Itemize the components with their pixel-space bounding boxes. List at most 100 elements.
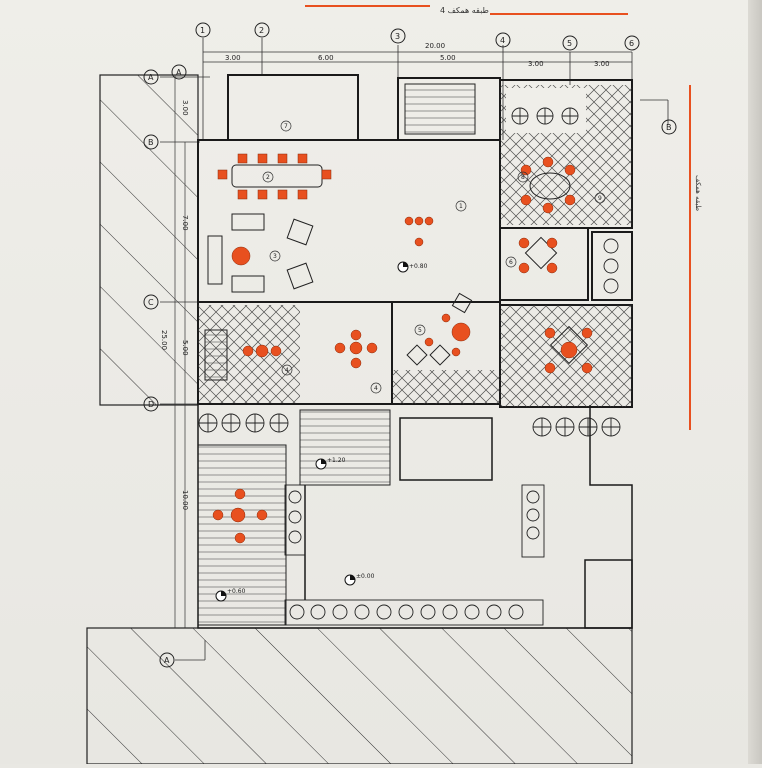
plan-title: 4 طبقه همکف bbox=[440, 6, 489, 15]
room-number: 9 bbox=[598, 195, 602, 202]
table-icon bbox=[549, 325, 589, 365]
room-number: 8 bbox=[521, 174, 525, 181]
svg-text:C: C bbox=[148, 298, 154, 307]
plant-icon bbox=[269, 413, 289, 433]
room-number: 6 bbox=[509, 259, 513, 266]
grid-bubble-icon: B bbox=[661, 119, 677, 135]
plant-icon bbox=[288, 530, 302, 544]
chair-icon bbox=[286, 262, 314, 290]
dimension-lines bbox=[174, 51, 632, 628]
chair-icon bbox=[406, 344, 428, 366]
furniture-markers bbox=[212, 153, 593, 544]
plant-icon bbox=[245, 413, 265, 433]
dim-left-total: 25.00 bbox=[160, 330, 168, 350]
plant-icon bbox=[442, 604, 458, 620]
plant-icon bbox=[354, 604, 370, 620]
grid-bubble-icon: 3 bbox=[390, 28, 406, 44]
room-number: 1 bbox=[459, 203, 463, 210]
dim-top-seg-2: 6.00 bbox=[318, 54, 334, 62]
room-number: 4 bbox=[374, 385, 378, 392]
grid-bubble-icon: 4 bbox=[495, 32, 511, 48]
sofa-icon bbox=[231, 275, 265, 293]
plant-icon bbox=[221, 413, 241, 433]
dim-top-total: 20.00 bbox=[425, 42, 445, 50]
grid-bubble-icon: 6 bbox=[624, 35, 640, 51]
dim-top-seg-3: 5.00 bbox=[440, 54, 456, 62]
stairs-icon bbox=[204, 329, 228, 381]
elevation-marker-icon: ±0.00 bbox=[344, 573, 375, 586]
planter-bottom bbox=[284, 599, 544, 626]
plant-icon bbox=[601, 417, 621, 437]
plant-icon bbox=[420, 604, 436, 620]
grid-bubble-icon: 2 bbox=[254, 22, 270, 38]
planter-bed-ne bbox=[506, 88, 586, 133]
svg-text:B: B bbox=[666, 123, 672, 132]
svg-text:A: A bbox=[164, 656, 170, 665]
plant-icon bbox=[288, 490, 302, 504]
svg-text:+0.60: +0.60 bbox=[227, 588, 246, 595]
planter-vertical-left bbox=[284, 484, 306, 556]
elevation-marker-icon: +0.80 bbox=[397, 261, 428, 273]
svg-text:+0.80: +0.80 bbox=[409, 263, 428, 270]
chair-icon bbox=[451, 292, 473, 314]
plant-icon bbox=[376, 604, 392, 620]
bottom-yard-hatch bbox=[86, 627, 633, 765]
plant-icon bbox=[526, 526, 540, 540]
elevation-marker-icon: +0.60 bbox=[215, 588, 246, 602]
svg-text:A: A bbox=[148, 73, 154, 82]
terrace-hatch-s bbox=[392, 370, 500, 404]
plant-icon bbox=[536, 107, 554, 125]
table-icon bbox=[231, 164, 323, 188]
svg-text:2: 2 bbox=[259, 26, 264, 35]
plant-icon bbox=[198, 413, 218, 433]
side-title: طبقه همکف bbox=[694, 175, 702, 211]
plant-icon bbox=[511, 107, 529, 125]
chair-icon bbox=[286, 218, 314, 246]
svg-text:A: A bbox=[176, 68, 182, 77]
dim-top-seg-5: 3.00 bbox=[594, 60, 610, 68]
svg-text:5: 5 bbox=[567, 39, 572, 48]
dim-left-seg-3: 5.00 bbox=[181, 340, 189, 356]
chair-icon bbox=[429, 344, 451, 366]
plant-icon bbox=[464, 604, 480, 620]
plant-icon bbox=[486, 604, 502, 620]
svg-text:1: 1 bbox=[200, 26, 205, 35]
grid-bubble-icon: A bbox=[143, 69, 159, 85]
room-number: 5 bbox=[418, 327, 422, 334]
plant-icon bbox=[603, 238, 619, 254]
dim-top-seg-1: 3.00 bbox=[225, 54, 241, 62]
plant-icon bbox=[603, 278, 619, 294]
room-number: 7 bbox=[284, 123, 288, 130]
plant-icon bbox=[288, 510, 302, 524]
dim-left-seg-1: 3.00 bbox=[181, 100, 189, 116]
stairs-icon bbox=[299, 409, 391, 486]
plant-icon bbox=[555, 417, 575, 437]
plant-icon bbox=[561, 107, 579, 125]
svg-text:+1.20: +1.20 bbox=[327, 457, 346, 464]
plant-icon bbox=[332, 604, 348, 620]
svg-text:3: 3 bbox=[395, 32, 400, 41]
stairs-icon bbox=[404, 83, 476, 135]
grid-bubble-icon: A bbox=[159, 652, 175, 668]
svg-text:±0.00: ±0.00 bbox=[356, 573, 375, 580]
plant-icon bbox=[289, 604, 305, 620]
room-number: 3 bbox=[273, 253, 277, 260]
table-icon bbox=[529, 172, 571, 200]
plant-icon bbox=[398, 604, 414, 620]
elevation-markers: +0.80 +1.20 +0.60 ±0.00 bbox=[215, 261, 428, 602]
plant-icon bbox=[310, 604, 326, 620]
plant-icon bbox=[508, 604, 524, 620]
svg-text:B: B bbox=[148, 138, 154, 147]
grid-bubble-icon: C bbox=[143, 294, 159, 310]
dim-top-seg-4: 3.00 bbox=[528, 60, 544, 68]
plant-rows bbox=[198, 107, 621, 626]
plant-icon bbox=[603, 258, 619, 274]
plant-icon bbox=[578, 417, 598, 437]
grid-bubble-icon: B bbox=[143, 134, 159, 150]
binder-edge bbox=[748, 0, 762, 764]
plant-icon bbox=[532, 417, 552, 437]
plant-icon bbox=[526, 490, 540, 504]
dim-left-seg-4: 10.00 bbox=[181, 490, 189, 510]
